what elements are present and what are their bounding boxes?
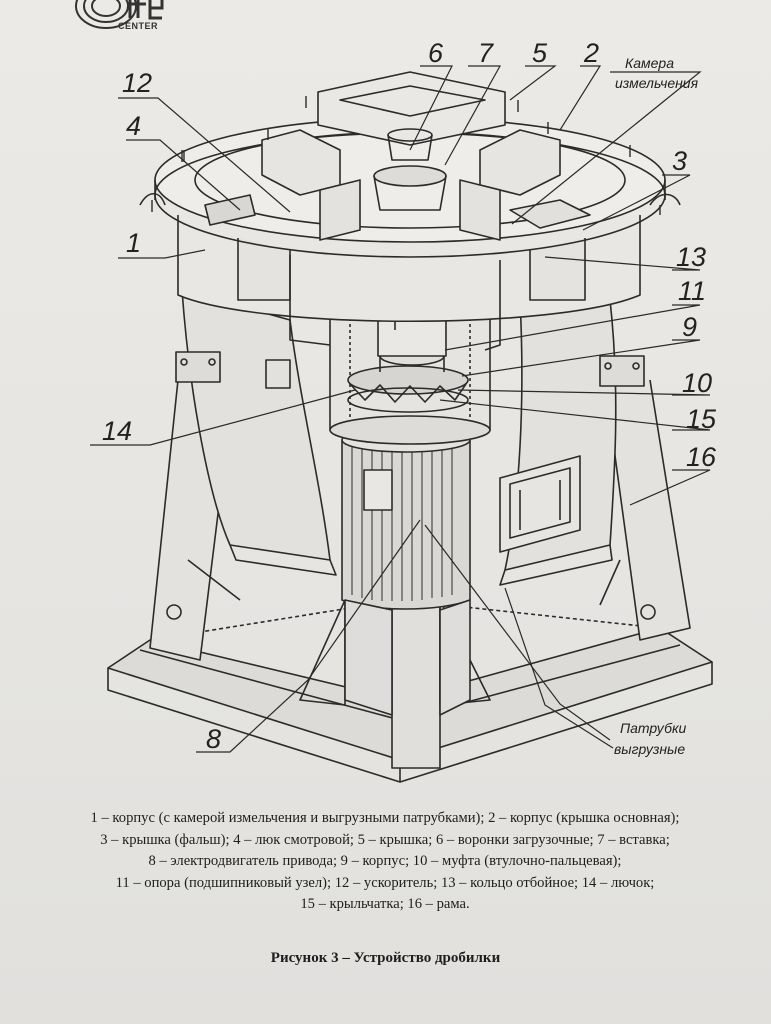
crusher-assembly-drawing: 12 4 1 6 7 5 2 Камера измельчения 3 13 1… bbox=[90, 38, 717, 783]
legend-line: 8 – электродвигатель привода; 9 – корпус… bbox=[148, 853, 622, 869]
callout-leaders bbox=[90, 65, 711, 753]
callout-10: 10 bbox=[682, 368, 712, 398]
callout-16: 16 bbox=[686, 442, 717, 472]
loading-assembly bbox=[204, 71, 591, 241]
callout-3: 3 bbox=[672, 146, 687, 176]
frame-brackets bbox=[175, 351, 645, 387]
callout-1: 1 bbox=[126, 228, 141, 258]
callout-13: 13 bbox=[676, 242, 706, 272]
callout-15: 15 bbox=[686, 404, 717, 434]
callout-6: 6 bbox=[428, 38, 444, 68]
callout-2: 2 bbox=[583, 38, 599, 68]
legend-line: 11 – опора (подшипниковый узел); 12 – ус… bbox=[115, 874, 655, 891]
legend-line: 15 – крыльчатка; 16 – рама. bbox=[300, 896, 470, 912]
parts-legend: 1 – корпус (с камерой измельчения и выгр… bbox=[20, 808, 750, 916]
logo-wordmark: CENTER bbox=[118, 21, 159, 31]
upper-body-chamber bbox=[177, 215, 641, 389]
outlets-label-line2: выгрузные bbox=[614, 741, 685, 757]
callout-4: 4 bbox=[126, 111, 141, 141]
callout-9: 9 bbox=[682, 312, 697, 342]
figure-caption: Рисунок 3 – Устройство дробилки bbox=[270, 950, 501, 966]
legend-line: 3 – крышка (фальш); 4 – люк смотровой; 5… bbox=[100, 831, 670, 848]
lower-body-door bbox=[499, 455, 581, 553]
callout-7: 7 bbox=[478, 38, 494, 68]
chamber-label-line1: Камера bbox=[625, 55, 674, 71]
outlets-label-line1: Патрубки bbox=[620, 720, 687, 736]
publisher-logo bbox=[75, 0, 164, 29]
chamber-label-line2: измельчения bbox=[615, 75, 699, 91]
callout-8: 8 bbox=[206, 724, 221, 754]
cover-bolts bbox=[151, 96, 661, 215]
callout-11: 11 bbox=[678, 276, 706, 306]
callout-12: 12 bbox=[122, 68, 152, 98]
callout-5: 5 bbox=[532, 38, 548, 68]
legend-line: 1 – корпус (с камерой измельчения и выгр… bbox=[90, 810, 680, 826]
callout-14: 14 bbox=[102, 416, 132, 446]
